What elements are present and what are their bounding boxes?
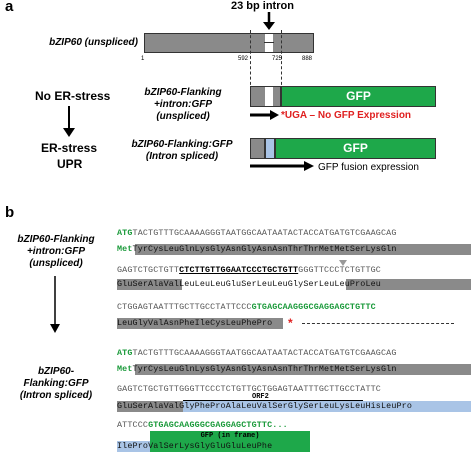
stop-dashes: [302, 323, 454, 324]
construct1-gfp: [281, 86, 436, 107]
gfp-in-frame-label: GFP (in frame): [200, 432, 260, 440]
splice-site-marker: [339, 260, 347, 266]
s-row2-dna: GAGTCTGCTGTTGGGTTCCCTCTGTTGCTGGAGTAATTTG…: [117, 384, 381, 394]
s-row1-aa-bar: [135, 364, 471, 375]
intron-arrow: [263, 12, 275, 30]
s-row2-aa: GluSerAlaValGlyPheProAlaLeuValSerGlySerL…: [117, 401, 413, 411]
pos-592: 592: [238, 56, 249, 62]
gene-bar: [144, 33, 314, 53]
construct2-blue: [265, 138, 275, 159]
u-row2-aa: GluSerAlaValLeuLeuLeuGluSerLeuLeuGlySerL…: [117, 279, 381, 289]
construct1-intron-gap: [265, 86, 273, 107]
no-expression-label: *UGA – No GFP Expression: [281, 110, 412, 121]
panel-b-letter: b: [5, 204, 15, 221]
u-row1-aa: MetTyrCysLeuGlnLysGlyAsnGlyAsnAsnThrThrM…: [117, 244, 397, 254]
intron-sequence: CTCTTGTTGGAATCCCTGCTGTT: [179, 265, 299, 275]
construct2-arrow: [250, 161, 314, 171]
dash-592: [250, 30, 251, 90]
s-row3-aa: IleProValSerLysGlyGluGluLeuPhe: [117, 441, 273, 451]
pos-888: 888: [302, 56, 313, 62]
pos-1: 1: [141, 56, 145, 62]
label-unspliced: bZIP60-Flanking +intron:GFP (unspliced): [17, 234, 95, 269]
orf2-line: [183, 400, 363, 401]
gfp-in-frame-bar: [150, 431, 310, 441]
er-stress-label: ER-stress: [41, 141, 98, 155]
pos-725: 725: [272, 56, 283, 62]
u-row2-aa-bar-1: [117, 279, 182, 290]
intron-label: 23 bp intron: [231, 0, 294, 12]
s-row1-dna: ATGTACTGTTTGCAAAAGGGTAATGGCAATAATACTACCA…: [117, 348, 397, 358]
s-row3-dna: ATTCCCGTGAGCAAGGGCGAGGAGCTGTTC...: [117, 420, 288, 430]
label-spliced: bZIP60- Flanking:GFP (Intron spliced): [19, 366, 93, 401]
gene-label: bZIP60 (unspliced): [49, 37, 138, 48]
s-row2-aa-bar-blue: [183, 401, 471, 412]
no-stress-label: No ER-stress: [35, 89, 111, 103]
construct2-label: bZIP60-Flanking:GFP (Intron spliced): [131, 139, 233, 162]
intron-line: [264, 42, 274, 43]
panel-a-letter: a: [5, 0, 14, 15]
orf2-label: ORF2: [252, 393, 269, 401]
fusion-expression-label: GFP fusion expression: [318, 162, 419, 173]
u-row3-aa-bar: [117, 318, 283, 329]
u-row2-dna: GAGTCTGCTGTTCTCTTGTTGGAATCCCTGCTGTTGGGTT…: [117, 265, 381, 275]
u-row2-aa-bar-2: [346, 279, 471, 290]
stop-codon: *: [288, 316, 293, 330]
s-row1-aa: MetTyrCysLeuGlnLysGlyAsnGlyAsnAsnThrThrM…: [117, 364, 397, 374]
u-row3-dna: CTGGAGTAATTTGCTTGCCTATTCCCGTGAGCAAGGGCGA…: [117, 302, 376, 312]
construct2-gfp-label: GFP: [343, 141, 368, 155]
construct2-gfp: [275, 138, 436, 159]
construct1-gfp-label: GFP: [346, 89, 371, 103]
s-row2-aa-bar-grey: [117, 401, 183, 412]
splice-arrow: [50, 276, 60, 333]
intron-gap: [265, 33, 273, 53]
construct1-arrow: [250, 110, 279, 120]
s-row3-aa-bar-green: [150, 441, 310, 452]
upr-label: UPR: [57, 157, 83, 171]
construct1-label: bZIP60-Flanking +intron:GFP (unspliced): [144, 87, 222, 122]
u-row1-dna: ATGTACTGTTTGCAAAAGGGTAATGGCAATAATACTACCA…: [117, 228, 397, 238]
dash-725: [281, 30, 282, 90]
u-row1-aa-bar: [135, 244, 471, 255]
stress-arrow: [63, 106, 75, 137]
s-row3-aa-bar-blue: [117, 441, 150, 452]
u-row3-aa: LeuGlyValAsnPheIleCysLeuPhePro: [117, 318, 273, 328]
construct2-bzip60: [250, 138, 265, 159]
